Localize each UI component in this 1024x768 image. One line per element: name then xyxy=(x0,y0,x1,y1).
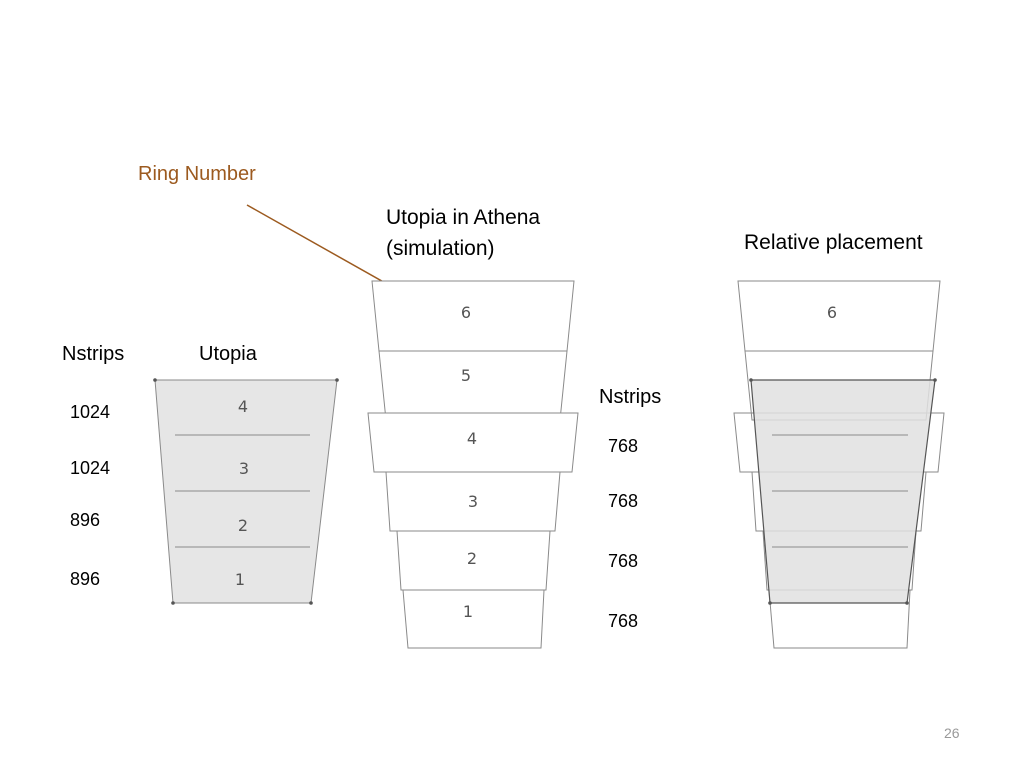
athena-ring-label: 4 xyxy=(467,429,477,448)
athena-ring-3 xyxy=(385,471,561,532)
utopia-ring-label: 3 xyxy=(239,459,249,478)
left-nstrips-header: Nstrips xyxy=(62,343,125,365)
right-nstrips-value: 768 xyxy=(608,551,639,571)
utopia-ring-label: 4 xyxy=(238,397,248,416)
athena-ring-label: 3 xyxy=(468,492,478,511)
left-nstrips-value: 896 xyxy=(70,510,101,530)
athena-ring-4 xyxy=(367,412,579,473)
left-nstrips-value: 896 xyxy=(70,569,101,589)
athena-caption-line1: Utopia in Athena xyxy=(386,206,541,229)
left-nstrips-value: 1024 xyxy=(70,458,111,478)
athena-caption-line2: (simulation) xyxy=(386,237,495,260)
athena-ring-label: 1 xyxy=(463,602,473,621)
right-nstrips-value: 768 xyxy=(608,491,639,511)
page-number: 26 xyxy=(944,725,960,741)
athena-ring-2 xyxy=(396,530,551,591)
right-nstrips-value: 768 xyxy=(608,436,639,456)
athena-ring-1 xyxy=(402,589,545,649)
utopia-ring-label: 1 xyxy=(235,570,245,589)
athena-shape: 6 5 4 3 2 1 xyxy=(367,280,579,649)
athena-ring-label: 2 xyxy=(467,549,477,568)
relative-placement-caption: Relative placement xyxy=(744,231,923,254)
right-nstrips-header: Nstrips xyxy=(599,386,662,408)
right-nstrips-value: 768 xyxy=(608,611,639,631)
athena-ring-label: 6 xyxy=(461,303,471,322)
ring-number-label: Ring Number xyxy=(138,163,256,185)
athena-ring-6 xyxy=(371,280,575,352)
relative-placement-shape: 6 xyxy=(733,280,945,649)
athena-ring-5 xyxy=(378,350,568,421)
utopia-shape: 4 3 2 1 xyxy=(153,378,339,605)
left-nstrips-value: 1024 xyxy=(70,402,111,422)
athena-ring-label: 5 xyxy=(461,366,471,385)
utopia-header: Utopia xyxy=(199,343,257,365)
relative-ring-label: 6 xyxy=(827,303,837,322)
utopia-ring-label: 2 xyxy=(238,516,248,535)
